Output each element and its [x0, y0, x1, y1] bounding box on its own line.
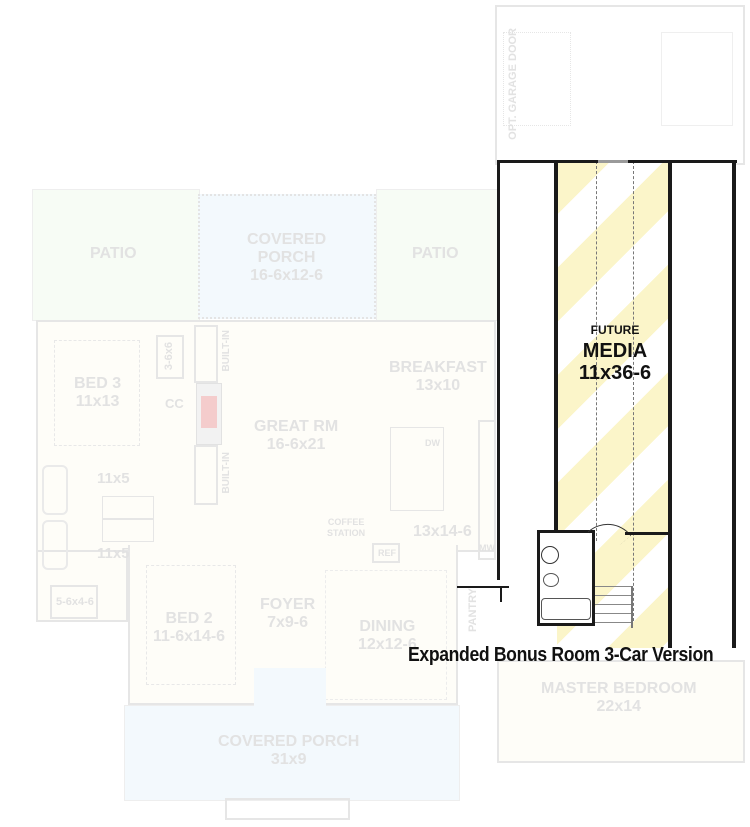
- kitchen-label: 13x14-6: [413, 523, 472, 540]
- bath-sink: [541, 546, 559, 564]
- bed3-room: [54, 340, 140, 446]
- bathtub-upper: [42, 465, 68, 515]
- pantry-label: PANTRY: [467, 588, 479, 632]
- closet-3-6x6-label: 3-6x6: [163, 342, 175, 371]
- master-bedroom-label: MASTER BEDROOM 22x14: [541, 680, 697, 715]
- dashed-line-left: [596, 161, 597, 541]
- kitchen-island: [390, 427, 444, 511]
- wall-media-right: [668, 160, 672, 648]
- plan-caption: Expanded Bonus Room 3-Car Version: [408, 644, 714, 666]
- coffee-station-label: COFFEE STATION: [327, 517, 366, 538]
- mw-label: MW: [479, 543, 495, 553]
- bed3-label: BED 3 11x13: [74, 375, 122, 410]
- bonus-right-bay: [672, 158, 735, 648]
- bathtub-lower: [42, 520, 68, 570]
- patio-left-label: PATIO: [90, 245, 137, 262]
- master-bedroom: [497, 660, 745, 763]
- built-in-upper: [194, 325, 218, 383]
- wall-jog-vertical: [500, 586, 502, 602]
- fireplace-firebox: [201, 396, 217, 428]
- vanity-lower: [102, 518, 154, 542]
- vanity-upper: [102, 496, 154, 520]
- closet-3-6x6: [156, 335, 184, 379]
- front-steps: [225, 798, 350, 820]
- dining-label: DINING 12x12-6: [358, 618, 417, 653]
- covered-porch-front-label: COVERED PORCH 31x9: [218, 733, 360, 768]
- house-body: [36, 320, 496, 552]
- dashed-line-right: [633, 161, 634, 621]
- stair-rail: [631, 586, 633, 628]
- bath-lower-label: 11x5: [97, 545, 130, 562]
- refrigerator: [372, 543, 400, 563]
- breakfast-label: BREAKFAST 13x10: [389, 359, 487, 394]
- garage-bay-right: [661, 32, 733, 126]
- covered-porch-rear: [198, 194, 376, 319]
- built-in-upper-label: BUILT-IN: [221, 330, 232, 372]
- bed2-label: BED 2 11-6x14-6: [153, 610, 226, 645]
- coat-closet-label: CC: [165, 396, 184, 411]
- garage-door-optional: [503, 32, 571, 126]
- wall-right-outer: [732, 160, 736, 648]
- covered-porch-rear-label: COVERED PORCH 16-6x12-6: [247, 231, 327, 284]
- bath-tub: [541, 598, 591, 620]
- wall-top-opening: [598, 160, 628, 163]
- bonus-future-label: FUTURE: [590, 323, 640, 337]
- patio-right-label: PATIO: [412, 245, 459, 262]
- bonus-stairs: [595, 586, 633, 628]
- foyer-label: FOYER 7x9-6: [260, 596, 316, 631]
- bonus-dim-label: 11x36-6: [578, 362, 652, 384]
- bath-toilet: [543, 573, 559, 587]
- great-room-label: GREAT RM 16-6x21: [254, 418, 339, 453]
- wall-media-left: [554, 160, 558, 532]
- built-in-lower: [194, 445, 218, 505]
- bonus-media-label: MEDIA: [582, 340, 648, 362]
- bed2-room: [146, 565, 236, 685]
- dw-label: DW: [425, 438, 440, 448]
- garage-door-label: OPT. GARAGE DOOR: [507, 28, 519, 140]
- bonus-room-overlay: FUTURE MEDIA 11x36-6: [457, 158, 740, 648]
- closet-5-6x4-6-label: 5-6x4-6: [56, 596, 94, 608]
- patio-left: [32, 189, 200, 321]
- bath-upper-label: 11x5: [97, 470, 130, 487]
- wall-jog-horizontal: [457, 586, 509, 588]
- wall-landing: [625, 532, 671, 535]
- built-in-lower-label: BUILT-IN: [221, 452, 232, 494]
- kitchen-counter-right: [478, 420, 496, 560]
- closet-5-6x4-6: [50, 585, 98, 619]
- front-entry-porch: [254, 668, 326, 708]
- ref-label: REF: [378, 548, 396, 558]
- dining-room: [325, 570, 447, 700]
- wall-left-outer: [497, 160, 500, 580]
